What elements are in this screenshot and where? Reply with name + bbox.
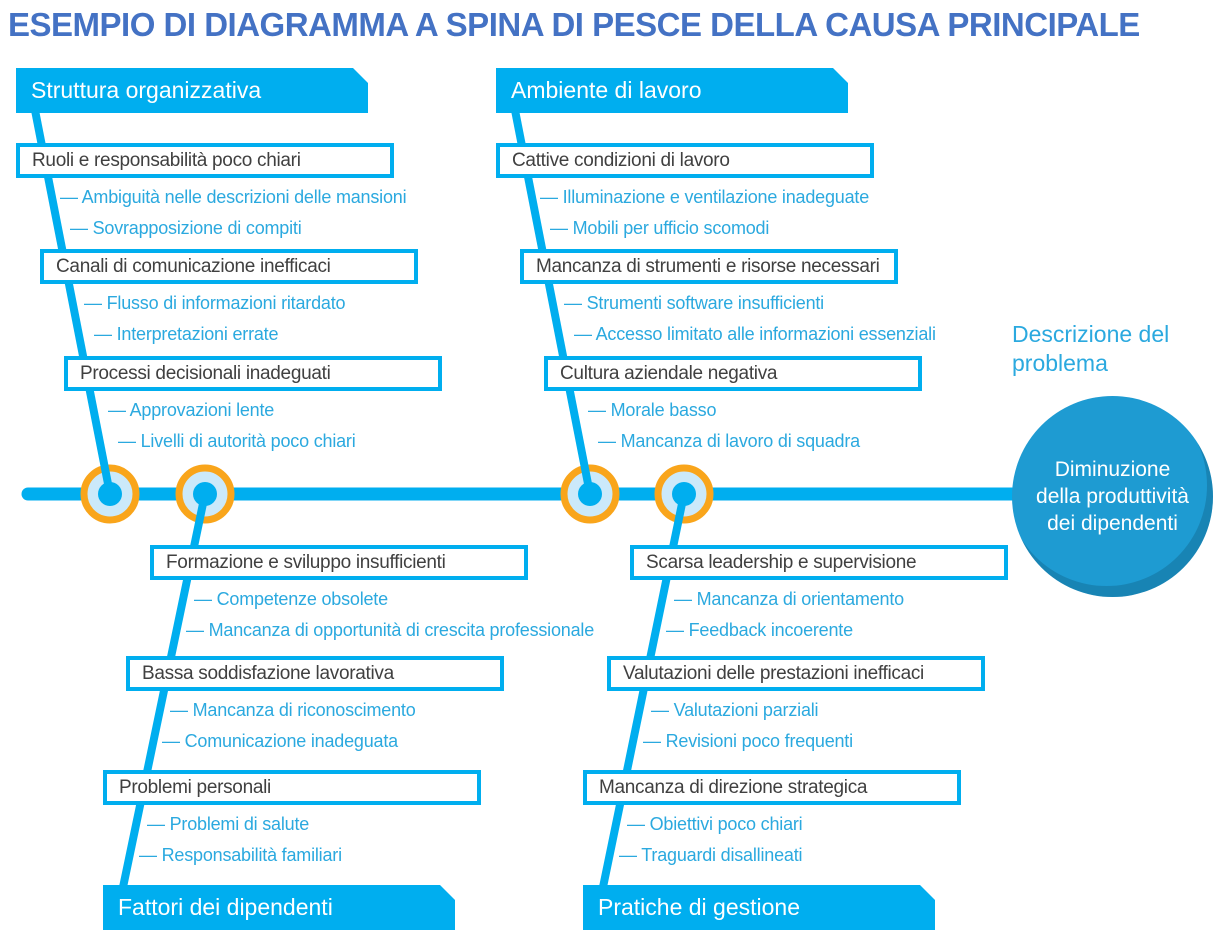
- sub-cause: — Ambiguità nelle descrizioni delle mans…: [60, 187, 407, 207]
- sub-cause: — Flusso di informazioni ritardato: [84, 293, 346, 313]
- node-dot: [98, 482, 122, 506]
- page-title: ESEMPIO DI DIAGRAMMA A SPINA DI PESCE DE…: [8, 6, 1140, 43]
- cause-box: Processi decisionali inadeguati: [64, 356, 442, 391]
- category-banner-tl: Struttura organizzativa: [16, 68, 368, 113]
- sub-cause: — Strumenti software insufficienti: [564, 293, 824, 313]
- sub-cause: — Revisioni poco frequenti: [643, 731, 853, 751]
- sub-cause: — Mancanza di opportunità di crescita pr…: [186, 620, 595, 640]
- node-dot: [193, 482, 217, 506]
- category-banner-br: Pratiche di gestione: [583, 885, 935, 930]
- cause-box: Cultura aziendale negativa: [544, 356, 922, 391]
- problem-description-label: Descrizione del problema: [1012, 321, 1170, 376]
- cause-box: Mancanza di direzione strategica: [583, 770, 961, 805]
- sub-cause: — Approvazioni lente: [108, 400, 275, 420]
- sub-cause: — Mancanza di riconoscimento: [170, 700, 416, 720]
- cause-box: Problemi personali: [103, 770, 481, 805]
- problem-statement-circle: Diminuzione della produttività dei dipen…: [1012, 396, 1213, 597]
- sub-cause: — Mancanza di lavoro di squadra: [598, 431, 860, 451]
- sub-cause: — Problemi di salute: [147, 814, 310, 834]
- category-banner-tr: Ambiente di lavoro: [496, 68, 848, 113]
- sub-cause: — Competenze obsolete: [194, 589, 388, 609]
- cause-box: Formazione e sviluppo insufficienti: [150, 545, 528, 580]
- sub-cause: — Responsabilità familiari: [139, 845, 342, 865]
- sub-cause: — Mancanza di orientamento: [674, 589, 904, 609]
- cause-box: Valutazioni delle prestazioni inefficaci: [607, 656, 985, 691]
- problem-statement-text: Diminuzione della produttività dei dipen…: [1036, 458, 1189, 535]
- cause-box: Ruoli e responsabilità poco chiari: [16, 143, 394, 178]
- sub-cause: — Mobili per ufficio scomodi: [550, 218, 770, 238]
- node-dot: [672, 482, 696, 506]
- sub-cause: — Interpretazioni errate: [94, 324, 279, 344]
- sub-cause: — Morale basso: [588, 400, 717, 420]
- cause-box: Scarsa leadership e supervisione: [630, 545, 1008, 580]
- cause-box: Mancanza di strumenti e risorse necessar…: [520, 249, 898, 284]
- sub-cause: — Obiettivi poco chiari: [627, 814, 803, 834]
- sub-cause: — Comunicazione inadeguata: [162, 731, 398, 751]
- sub-cause: — Valutazioni parziali: [651, 700, 819, 720]
- cause-box: Canali di comunicazione inefficaci: [40, 249, 418, 284]
- node-dot: [578, 482, 602, 506]
- sub-cause: — Sovrapposizione di compiti: [70, 218, 302, 238]
- sub-cause: — Traguardi disallineati: [619, 845, 803, 865]
- sub-cause: — Illuminazione e ventilazione inadeguat…: [540, 187, 870, 207]
- sub-cause: — Accesso limitato alle informazioni ess…: [574, 324, 936, 344]
- cause-box: Cattive condizioni di lavoro: [496, 143, 874, 178]
- sub-cause: — Feedback incoerente: [666, 620, 853, 640]
- sub-cause: — Livelli di autorità poco chiari: [118, 431, 356, 451]
- cause-box: Bassa soddisfazione lavorativa: [126, 656, 504, 691]
- category-banner-bl: Fattori dei dipendenti: [103, 885, 455, 930]
